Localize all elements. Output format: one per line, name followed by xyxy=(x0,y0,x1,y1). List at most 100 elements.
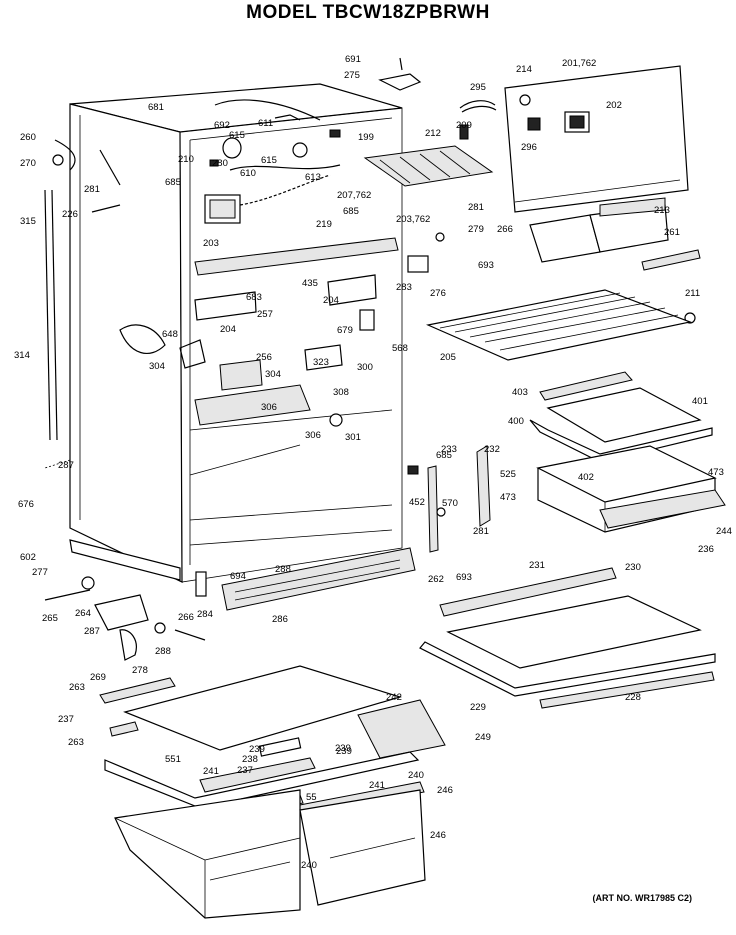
part-label: 210 xyxy=(178,154,194,165)
part-label: 300 xyxy=(357,362,373,373)
part-label: 219 xyxy=(316,219,332,230)
part-label: 281 xyxy=(468,202,484,213)
part-label: 244 xyxy=(716,526,732,537)
part-label: 615 xyxy=(261,155,277,166)
part-label: 201,762 xyxy=(562,58,596,69)
part-label: 401 xyxy=(692,396,708,407)
part-label: 694 xyxy=(230,571,246,582)
part-label: 308 xyxy=(333,387,349,398)
part-label: 279 xyxy=(468,224,484,235)
part-label: 525 xyxy=(500,469,516,480)
part-label: 296 xyxy=(521,142,537,153)
part-label: 276 xyxy=(430,288,446,299)
top-hinge xyxy=(378,73,422,91)
part-label: 314 xyxy=(14,350,30,361)
freezer-shelf-212 xyxy=(363,145,494,187)
part-label: 280 xyxy=(212,158,228,169)
part-label: 269 xyxy=(90,672,106,683)
part-label: 288 xyxy=(275,564,291,575)
part-label: 306 xyxy=(305,430,321,441)
part-label: 283 xyxy=(396,282,412,293)
part-label: 239 xyxy=(335,743,351,754)
control-panel-201 xyxy=(504,65,689,213)
part-label: 239 xyxy=(336,746,352,757)
part-label: 212 xyxy=(425,128,441,139)
model-title: MODEL TBCW18ZPBRWH xyxy=(246,2,490,23)
part-label: 301 xyxy=(345,432,361,443)
crisper-drawer-240-left xyxy=(114,789,301,919)
part-label: 266 xyxy=(497,224,513,235)
wire-shelf-205 xyxy=(426,289,693,361)
crisper-drawer-240-right xyxy=(299,789,426,906)
part-label: 266 xyxy=(178,612,194,623)
part-label: 237 xyxy=(237,765,253,776)
part-label: 275 xyxy=(344,70,360,81)
part-label: 239 xyxy=(249,744,265,755)
part-label: 676 xyxy=(18,499,34,510)
part-label: 241 xyxy=(203,766,219,777)
part-label: 204 xyxy=(323,295,339,306)
part-label: 265 xyxy=(42,613,58,624)
part-label: 288 xyxy=(155,646,171,657)
part-label: 240 xyxy=(301,860,317,871)
part-label: 238 xyxy=(242,754,258,765)
part-label: 323 xyxy=(313,357,329,368)
cabinet-liner xyxy=(69,83,403,583)
part-label: 209 xyxy=(456,120,472,131)
part-label: 229 xyxy=(470,702,486,713)
part-label: 304 xyxy=(265,369,281,380)
part-label: 613 xyxy=(305,172,321,183)
part-label: 204 xyxy=(220,324,236,335)
part-label: 214 xyxy=(516,64,532,75)
part-label: 473 xyxy=(708,467,724,478)
part-label: 226 xyxy=(62,209,78,220)
part-label: 683 xyxy=(246,292,262,303)
part-label: 264 xyxy=(75,608,91,619)
part-label: 263 xyxy=(69,682,85,693)
part-label: 403 xyxy=(512,387,528,398)
part-label: 286 xyxy=(272,614,288,625)
part-label: 648 xyxy=(162,329,178,340)
part-label: 261 xyxy=(664,227,680,238)
part-label: 693 xyxy=(478,260,494,271)
cover-rail-231 xyxy=(439,567,617,617)
part-label: 205 xyxy=(440,352,456,363)
part-label: 685 xyxy=(436,450,452,461)
part-label: 685 xyxy=(343,206,359,217)
part-label: 236 xyxy=(698,544,714,555)
part-label: 435 xyxy=(302,278,318,289)
part-label: 473 xyxy=(500,492,516,503)
part-label: 228 xyxy=(625,692,641,703)
part-label: 692 xyxy=(214,120,230,131)
part-label: 260 xyxy=(20,132,36,143)
part-label: 278 xyxy=(132,665,148,676)
rail-203 xyxy=(194,237,399,276)
part-label: 281 xyxy=(473,526,489,537)
part-label: 452 xyxy=(409,497,425,508)
part-label: 568 xyxy=(392,343,408,354)
part-label: 246 xyxy=(437,785,453,796)
part-label: 287 xyxy=(84,626,100,637)
part-label: 306 xyxy=(261,402,277,413)
part-label: 602 xyxy=(20,552,36,563)
part-label: 262 xyxy=(428,574,444,585)
part-label: 691 xyxy=(345,54,361,65)
art-number: (ART NO. WR17985 C2) xyxy=(592,893,692,903)
part-label: 615 xyxy=(229,130,245,141)
part-label: 203 xyxy=(203,238,219,249)
part-label: 277 xyxy=(32,567,48,578)
part-label: 693 xyxy=(456,572,472,583)
glass-shelf-401 xyxy=(546,387,702,443)
part-label: 256 xyxy=(256,352,272,363)
part-label: 233 xyxy=(441,444,457,455)
part-label: 249 xyxy=(475,732,491,743)
part-label: 203,762 xyxy=(396,214,430,225)
crisper-cover-242 xyxy=(123,665,403,751)
part-label: 240 xyxy=(408,770,424,781)
part-label: 207,762 xyxy=(337,190,371,201)
part-label: 230 xyxy=(625,562,641,573)
part-label: 281 xyxy=(84,184,100,195)
part-label: 211 xyxy=(685,288,700,299)
part-label: 202 xyxy=(606,100,622,111)
